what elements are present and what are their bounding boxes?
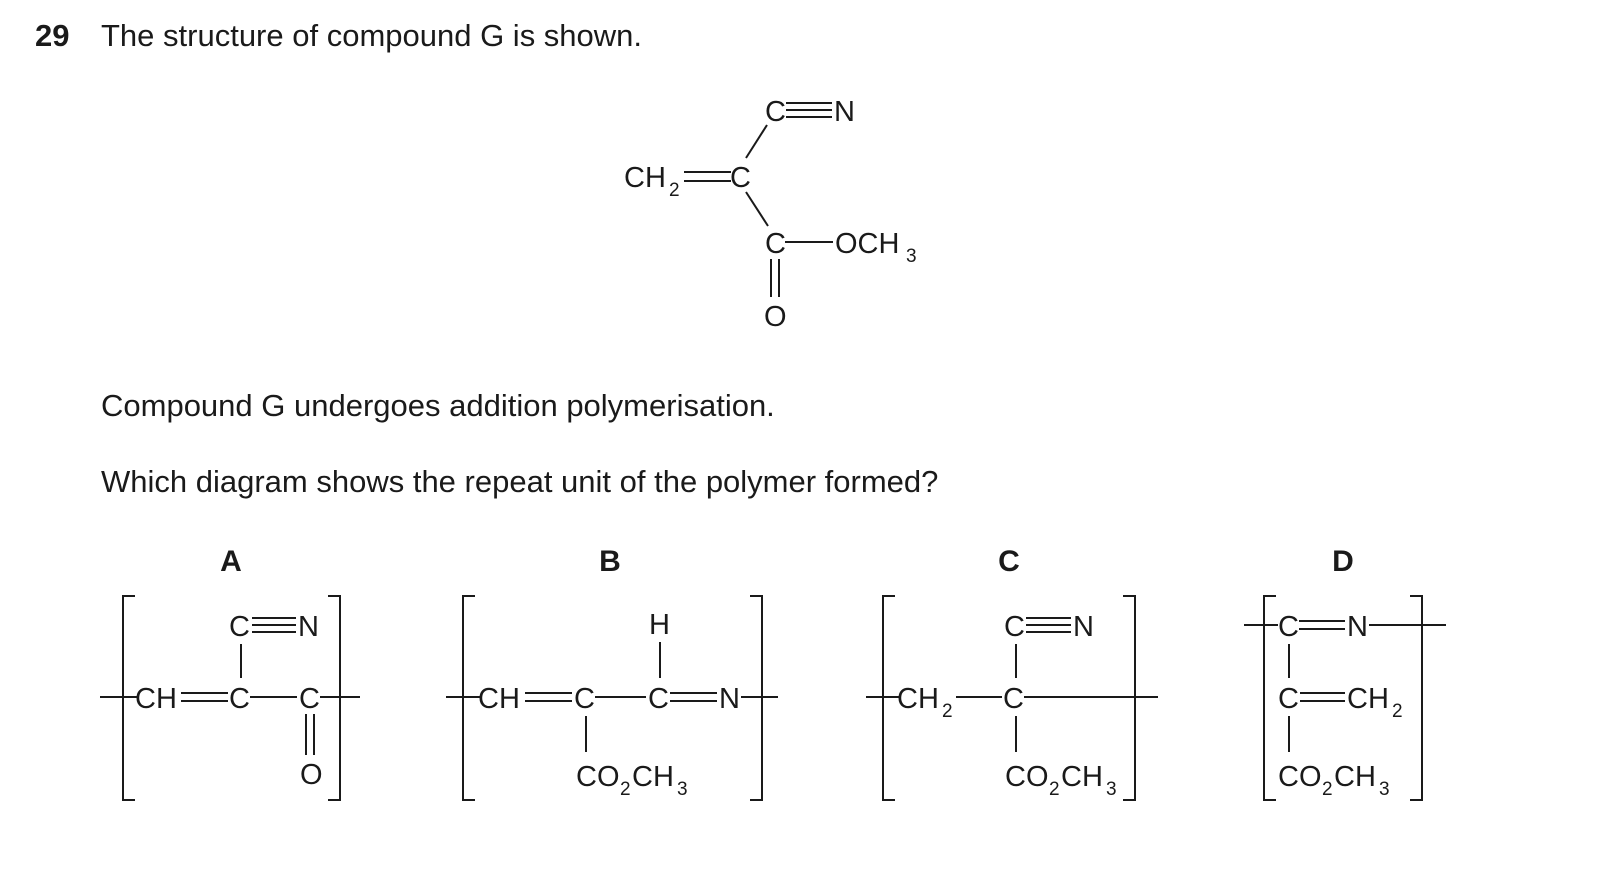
compound-g-structure: CH 2 C C N C OCH 3 O bbox=[624, 96, 917, 333]
c-nitrile-carbon: C bbox=[1004, 611, 1025, 643]
d-ch2-label: CH bbox=[1347, 683, 1389, 715]
g-central-carbon: C bbox=[730, 162, 751, 194]
a-ch-label: CH bbox=[135, 683, 177, 715]
c-co2-subscript: 2 bbox=[1049, 779, 1060, 800]
c-ch2-subscript: 2 bbox=[942, 701, 953, 722]
b-hydrogen: H bbox=[649, 609, 670, 641]
option-a-label[interactable]: A bbox=[220, 545, 242, 578]
option-c-structure[interactable]: CH 2 C C N CO 2 CH 3 bbox=[866, 595, 1158, 801]
g-ch2-subscript: 2 bbox=[669, 180, 680, 201]
d-ch3-label: CH bbox=[1334, 761, 1376, 793]
g-bond-to-nitrile bbox=[745, 124, 768, 159]
g-ester-carbon: C bbox=[765, 228, 786, 260]
c-ch3-subscript: 3 bbox=[1106, 779, 1117, 800]
option-b-structure[interactable]: CH C C N H CO 2 CH 3 bbox=[446, 595, 778, 801]
b-co2-subscript: 2 bbox=[620, 779, 631, 800]
d-top-carbon: C bbox=[1278, 611, 1299, 643]
d-right-bracket bbox=[1410, 595, 1423, 801]
question-stem: The structure of compound G is shown. bbox=[101, 18, 643, 53]
option-d-label[interactable]: D bbox=[1332, 545, 1354, 578]
c-co-label: CO bbox=[1005, 761, 1049, 793]
a-nitrile-carbon: C bbox=[229, 611, 250, 643]
g-nitrile-carbon: C bbox=[765, 96, 786, 128]
g-bond-to-ester bbox=[745, 191, 769, 227]
b-ch3-label: CH bbox=[632, 761, 674, 793]
c-nitrile-nitrogen: N bbox=[1073, 611, 1094, 643]
question-text-polymerisation: Compound G undergoes addition polymerisa… bbox=[101, 388, 775, 423]
c-ch2-label: CH bbox=[897, 683, 939, 715]
option-d-structure[interactable]: C N C CH 2 CO 2 CH 3 bbox=[1244, 595, 1446, 801]
option-a-structure[interactable]: CH C C C N O bbox=[100, 595, 360, 801]
b-nitrogen: N bbox=[719, 683, 740, 715]
g-och3-subscript: 3 bbox=[906, 246, 917, 267]
a-carbon-2: C bbox=[299, 683, 320, 715]
b-ch-label: CH bbox=[478, 683, 520, 715]
g-ch2-label: CH bbox=[624, 162, 666, 194]
d-nitrogen: N bbox=[1347, 611, 1368, 643]
a-oxygen: O bbox=[300, 759, 323, 791]
d-ch3-subscript: 3 bbox=[1379, 779, 1390, 800]
option-b-label[interactable]: B bbox=[599, 545, 621, 578]
d-co-label: CO bbox=[1278, 761, 1322, 793]
a-carbon-1: C bbox=[229, 683, 250, 715]
b-carbon-2: C bbox=[648, 683, 669, 715]
b-carbon-1: C bbox=[574, 683, 595, 715]
g-nitrile-nitrogen: N bbox=[834, 96, 855, 128]
g-och-label: OCH bbox=[835, 228, 899, 260]
d-ch2-subscript: 2 bbox=[1392, 701, 1403, 722]
question-prompt: Which diagram shows the repeat unit of t… bbox=[101, 464, 939, 499]
a-nitrile-nitrogen: N bbox=[298, 611, 319, 643]
b-co-label: CO bbox=[576, 761, 620, 793]
d-co2-subscript: 2 bbox=[1322, 779, 1333, 800]
g-carbonyl-oxygen: O bbox=[764, 301, 787, 333]
b-ch3-subscript: 3 bbox=[677, 779, 688, 800]
option-c-label[interactable]: C bbox=[998, 545, 1020, 578]
c-carbon: C bbox=[1003, 683, 1024, 715]
question-number: 29 bbox=[35, 18, 70, 53]
d-mid-carbon: C bbox=[1278, 683, 1299, 715]
d-left-bracket bbox=[1263, 595, 1276, 801]
c-ch3-label: CH bbox=[1061, 761, 1103, 793]
